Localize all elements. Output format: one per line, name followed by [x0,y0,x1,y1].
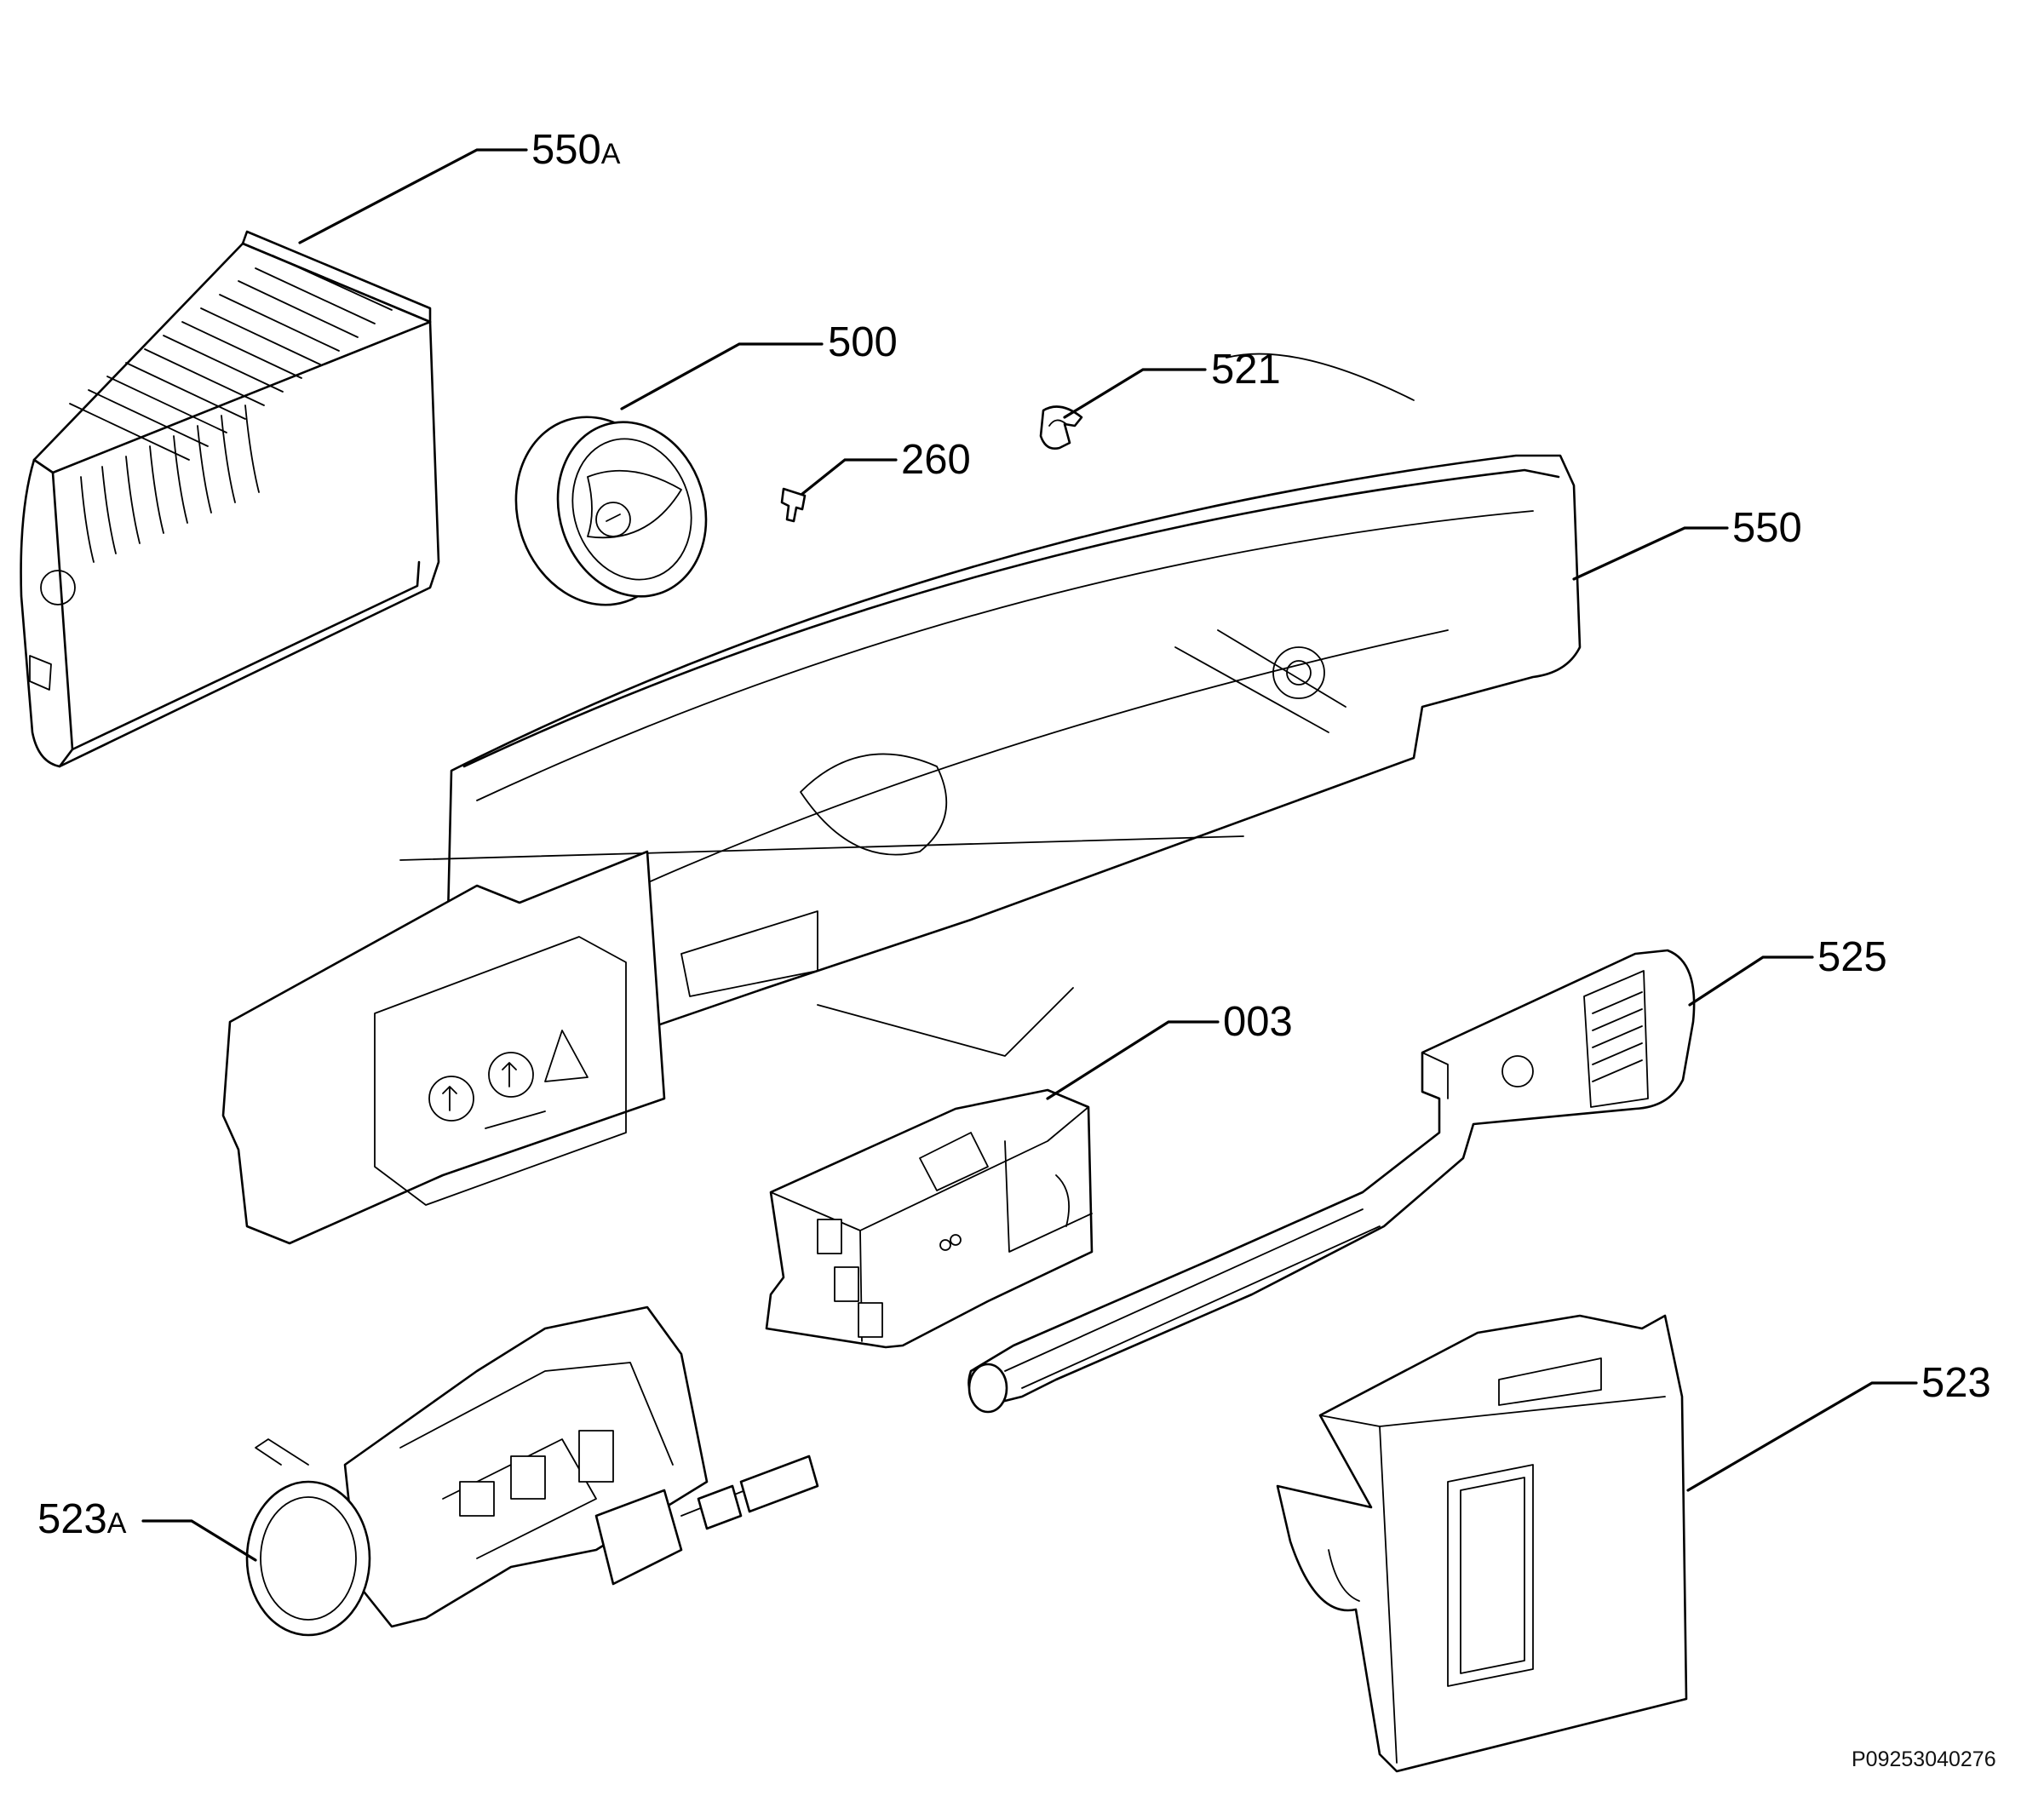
leader-523a [141,1519,257,1562]
leader-550a [298,148,528,244]
part-523a-light-module[interactable] [245,1305,819,1637]
leader-525 [1688,955,1814,1007]
label-260: 260 [901,437,971,483]
part-521-lamp-clip[interactable] [1039,405,1083,450]
leader-521 [1063,368,1207,419]
leader-260 [801,458,898,496]
leader-550 [1572,526,1729,581]
part-550a-grille-cover[interactable] [20,230,440,768]
reference-code: P09253040276 [1852,1747,1996,1771]
part-500-dial-ring[interactable] [492,396,728,626]
label-550a: 550A [531,127,621,173]
part-525-lamp-arm[interactable] [967,949,1696,1414]
label-003: 003 [1223,999,1293,1045]
label-523: 523 [1921,1360,1991,1406]
leader-500 [620,342,824,410]
part-523-rear-cover[interactable] [1276,1314,1688,1773]
label-500: 500 [828,319,898,365]
part-550-control-housing[interactable] [221,353,1582,1245]
leader-003 [1046,1020,1220,1100]
label-525: 525 [1817,934,1887,980]
part-260-clip[interactable] [780,487,807,523]
leader-523 [1686,1381,1918,1492]
label-550: 550 [1732,505,1802,551]
label-523a: 523A [37,1496,127,1542]
part-003-thermostat[interactable] [765,1088,1094,1349]
